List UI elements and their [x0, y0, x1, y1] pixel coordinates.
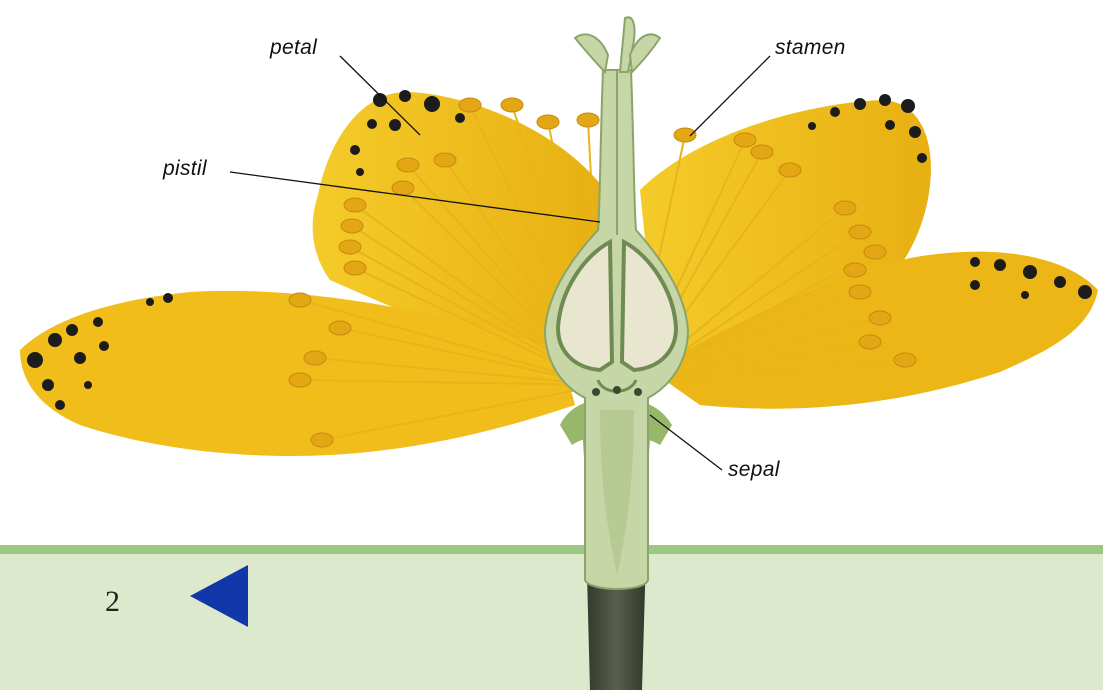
stamen-anther — [434, 153, 456, 167]
previous-page-button[interactable] — [186, 565, 248, 627]
stamen-anther — [392, 181, 414, 195]
stamen-anther — [289, 293, 311, 307]
stamen-anther — [344, 198, 366, 212]
stamen-anther — [779, 163, 801, 177]
stamen-anther — [459, 98, 481, 112]
label-sepal: sepal — [728, 458, 780, 482]
stamen-anther — [304, 351, 326, 365]
stamen-anther — [849, 285, 871, 299]
label-petal: petal — [270, 36, 317, 60]
stamen-anther — [894, 353, 916, 367]
stamen-anther — [734, 133, 756, 147]
label-stamen: stamen — [775, 36, 846, 60]
stamen-anther — [329, 321, 351, 335]
stamen-anther — [339, 240, 361, 254]
stamen-anther — [537, 115, 559, 129]
stamen-anther — [577, 113, 599, 127]
label-pistil: pistil — [163, 157, 207, 181]
stamen-anther — [344, 261, 366, 275]
stamen-anther — [834, 201, 856, 215]
stamen-anther — [844, 263, 866, 277]
stamen-anther — [869, 311, 891, 325]
stamen-anther — [849, 225, 871, 239]
stamen-anther — [751, 145, 773, 159]
stamen-anther — [674, 128, 696, 142]
page-number: 2 — [105, 585, 120, 619]
stamen-anther — [311, 433, 333, 447]
stamen-anther — [289, 373, 311, 387]
stamen-anther — [501, 98, 523, 112]
stamen-anther — [397, 158, 419, 172]
pistil — [545, 17, 688, 589]
stamen-anther — [341, 219, 363, 233]
stamen-anther — [859, 335, 881, 349]
stamen-anther — [864, 245, 886, 259]
